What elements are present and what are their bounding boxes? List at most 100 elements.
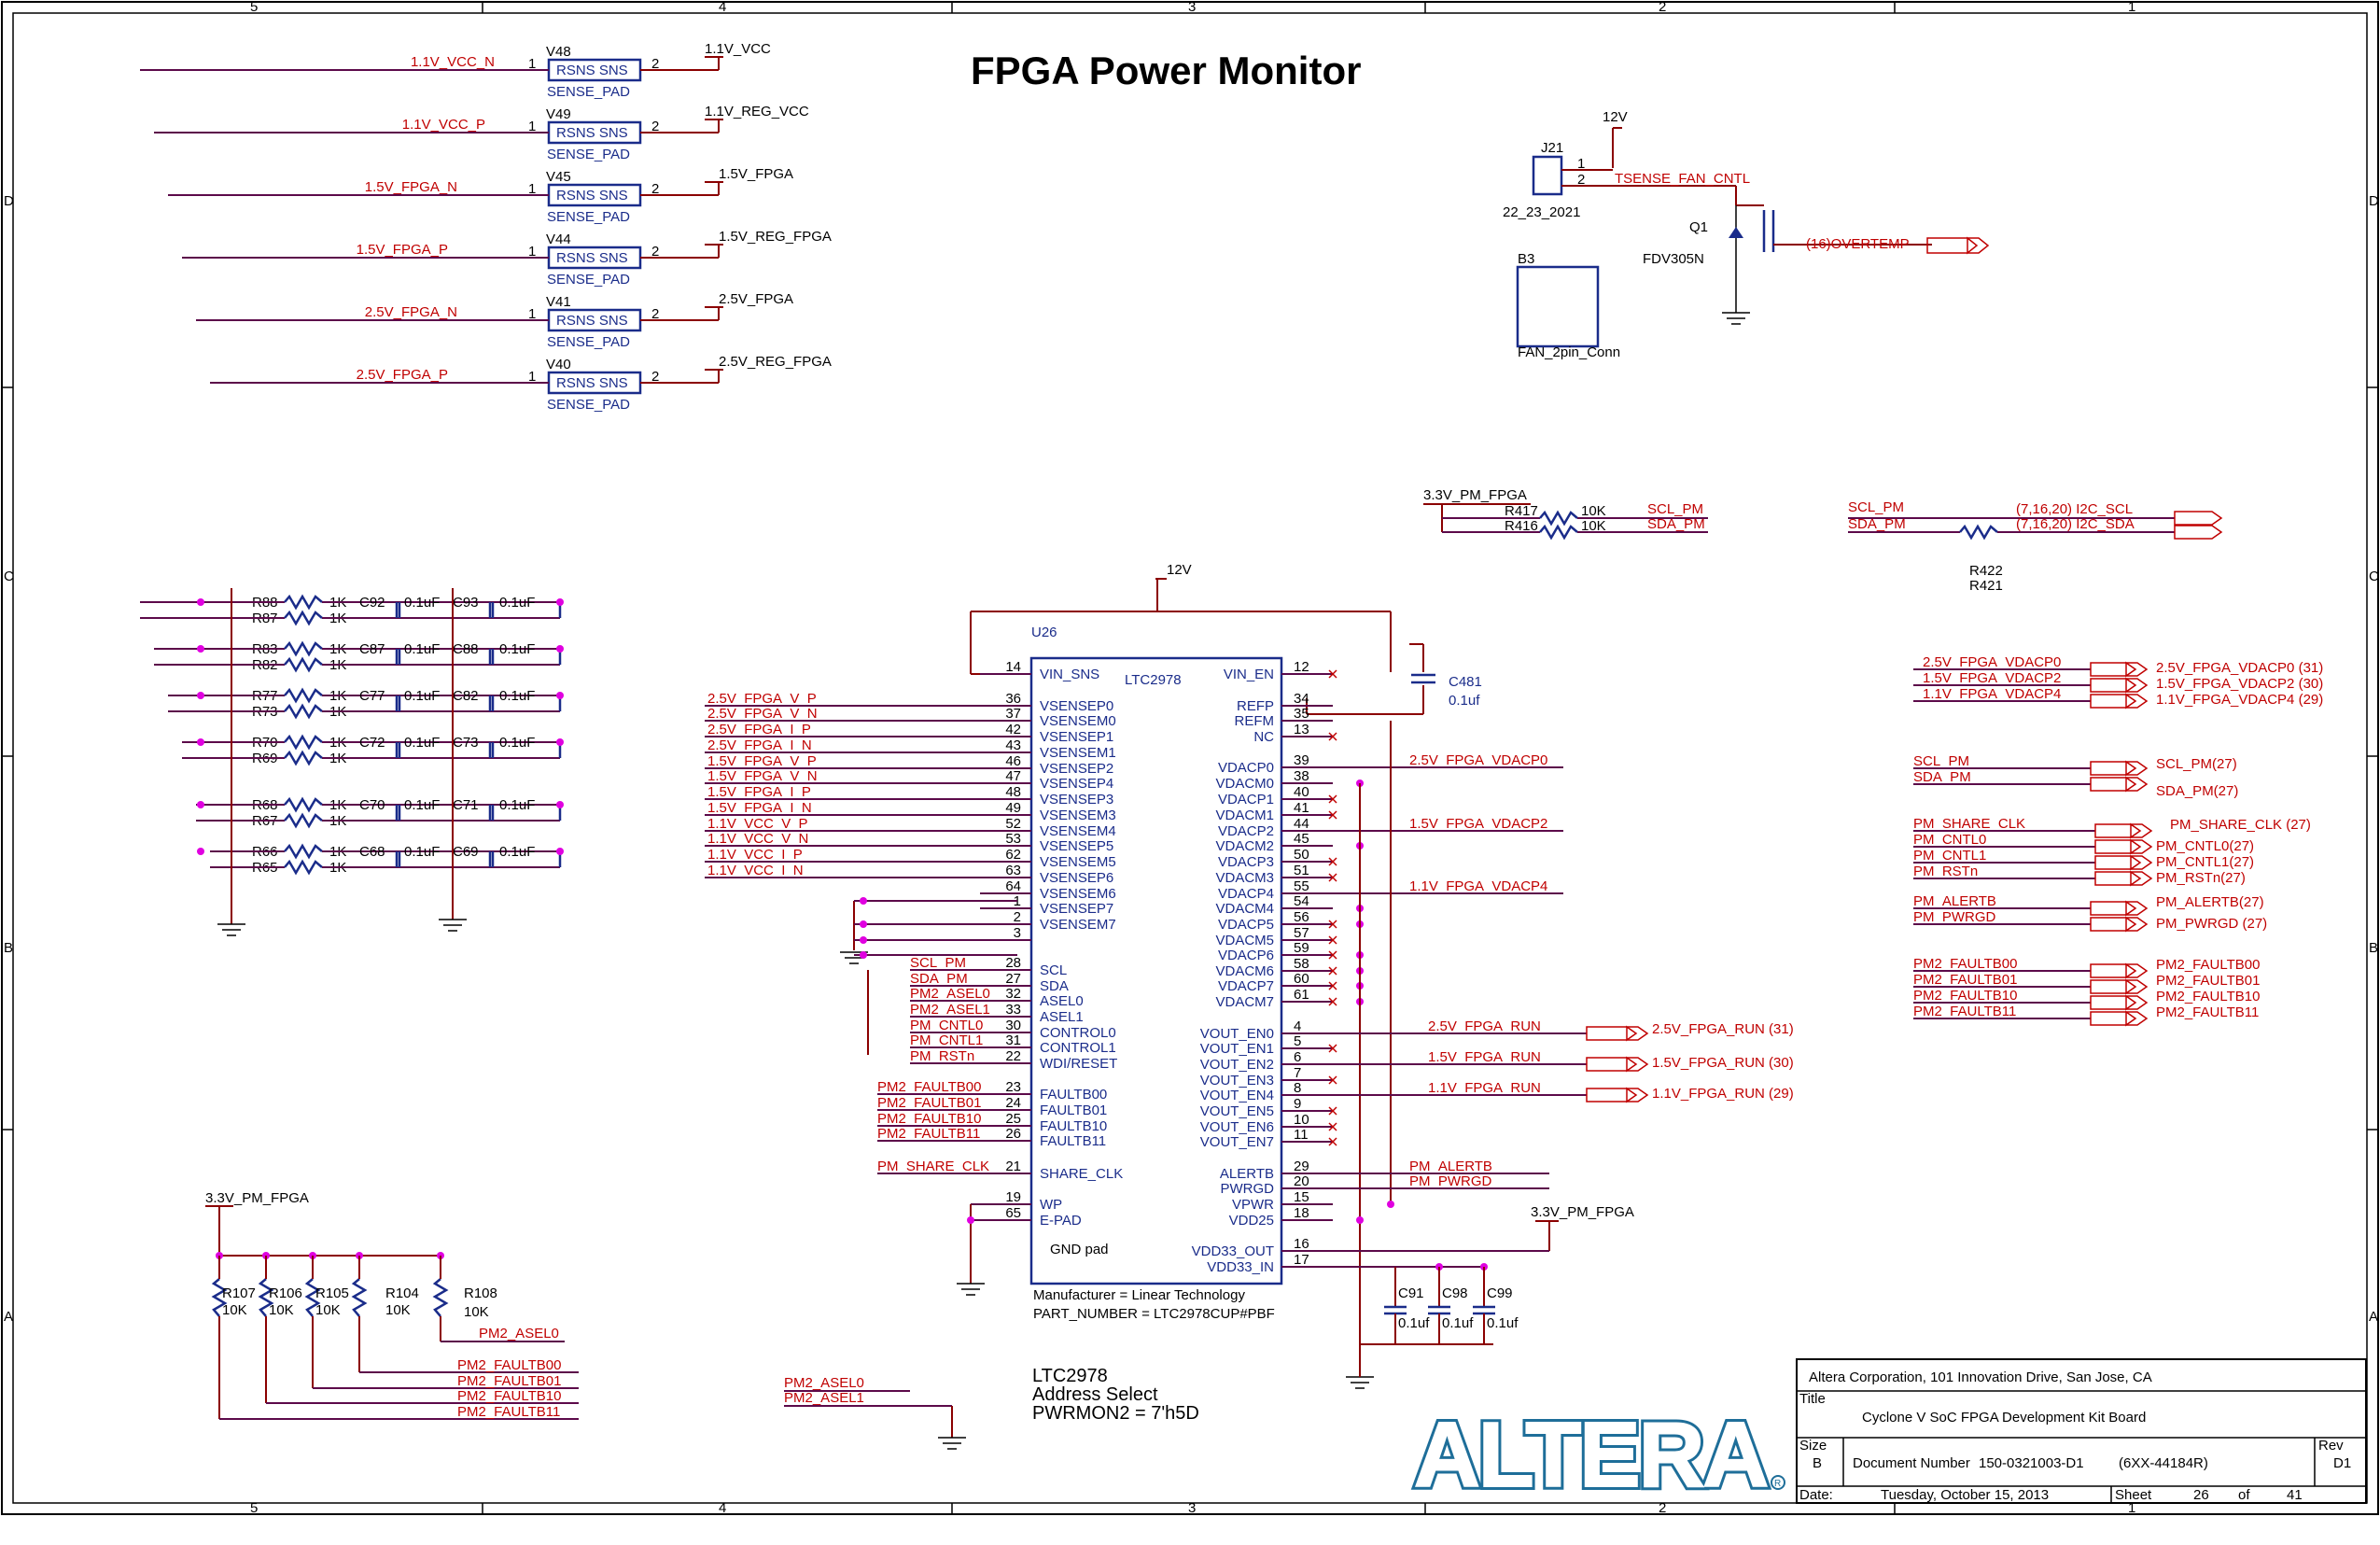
u26-left-pin-num: 53 [1005, 831, 1021, 847]
u26-left-pin-num: 25 [1005, 1111, 1021, 1127]
address-note-line2: Address Select [1032, 1384, 1158, 1405]
u26-right-pin-name: PWRGD [1221, 1181, 1275, 1197]
u26-right-pin-num: 39 [1294, 752, 1309, 768]
no-connect-mark [1328, 997, 1337, 1006]
u26-left-net: PM_CNTL1 [910, 1032, 983, 1048]
sense-pad-ref: V41 [546, 294, 571, 310]
run-port [1586, 1057, 1649, 1072]
u26-left-net: SDA_PM [910, 971, 968, 987]
u26-right-pin-num: 8 [1294, 1080, 1301, 1096]
u26-right-pin-name: VOUT_EN7 [1200, 1134, 1274, 1150]
u26-right-pin-name: VOUT_EN1 [1200, 1041, 1274, 1057]
sense-pad-ref: V45 [546, 169, 571, 185]
rev-label: Rev [2318, 1438, 2344, 1454]
filter-resistor [284, 640, 323, 657]
filter-cap-ref: C88 [453, 641, 479, 657]
u26-left-pin-num: 48 [1005, 784, 1021, 800]
pullup-val: 10K [222, 1302, 247, 1318]
u26-left-net: 2.5V_FPGA_V_N [707, 706, 818, 722]
run-port [1586, 1026, 1649, 1041]
pullup-val: 10K [464, 1304, 489, 1320]
zone-row-left-d: D [4, 193, 14, 209]
offsheet-port [2125, 916, 2137, 933]
u26-left-pin-num: 32 [1005, 986, 1021, 1002]
run-port-label: 1.5V_FPGA_RUN (30) [1652, 1055, 1794, 1071]
filter-cap-val: 0.1uF [404, 641, 440, 657]
offsheet-port [2130, 854, 2142, 871]
decap-ref: C91 [1398, 1285, 1424, 1301]
filter-cap-ref: C73 [453, 735, 479, 751]
u26-right-pin-name: ALERTB [1220, 1166, 1274, 1182]
junction-dot [967, 1216, 974, 1224]
u26-right-pin-name: VOUT_EN3 [1200, 1073, 1274, 1089]
run-port [1586, 1088, 1649, 1103]
q1-part: FDV305N [1643, 251, 1704, 267]
fan-12v-label: 12V [1603, 109, 1628, 125]
u26-part: LTC2978 [1125, 672, 1182, 688]
pullup-ref: R108 [464, 1285, 497, 1301]
r416-val: 10K [1581, 518, 1606, 534]
u26-left-pin-num: 37 [1005, 706, 1021, 722]
u26-left-net: PM2_ASEL0 [910, 986, 990, 1002]
sense-pad-part: SENSE_PAD [547, 334, 630, 350]
pullup-rail-label: 3.3V_PM_FPGA [205, 1190, 309, 1206]
i2c-sda-net: SDA_PM [1647, 516, 1705, 532]
sense-net-in: 1.5V_FPGA_N [365, 179, 457, 195]
sense-pad-pins: RSNS SNS [556, 188, 628, 204]
decap-ref: C99 [1487, 1285, 1513, 1301]
u26-right-pin-name: VOUT_EN6 [1200, 1119, 1274, 1135]
filter-cap-ref: C77 [359, 688, 385, 704]
schematic-stroke [12, 12, 2368, 1504]
u26-left-pin-num: 63 [1005, 863, 1021, 878]
offsheet-net: PM2_FAULTB10 [1913, 988, 2017, 1004]
sense-net-in: 2.5V_FPGA_P [357, 367, 448, 383]
u26-right-pin-num: 20 [1294, 1173, 1309, 1189]
u26-left-pin-num: 36 [1005, 691, 1021, 707]
filter-cap-ref: C71 [453, 797, 479, 813]
filter-cap-ref: C87 [359, 641, 385, 657]
offsheet-net: PM2_FAULTB00 [1913, 956, 2017, 972]
offsheet-port [2090, 901, 2149, 916]
offsheet-port [2090, 979, 2149, 994]
offsheet-port-label: PM_ALERTB(27) [2156, 894, 2264, 910]
u26-right-pin-num: 17 [1294, 1252, 1309, 1268]
offsheet-port-label: PM2_FAULTB11 [2156, 1004, 2259, 1020]
date-label: Date: [1799, 1487, 1833, 1503]
schematic-stroke [1, 1, 2379, 1515]
filter-resistor [284, 796, 323, 813]
u26-left-pin-name: VSENSEM6 [1040, 886, 1116, 902]
offsheet-port-label: SCL_PM(27) [2156, 756, 2237, 772]
no-connect-mark [1328, 920, 1337, 929]
address-note-line3: PWRMON2 = 7'h5D [1032, 1403, 1199, 1424]
u26-left-pin-num: 42 [1005, 722, 1021, 737]
u26-left-pin-num: 33 [1005, 1002, 1021, 1018]
u26-left-pin-name: SHARE_CLK [1040, 1166, 1123, 1182]
doc-number: 150-0321003-D1 [1979, 1455, 2084, 1471]
zone-col-top-4: 4 [719, 0, 726, 15]
filter-cap-val: 0.1uF [499, 797, 535, 813]
u26-right-pin-num: 38 [1294, 768, 1309, 784]
u26-right-pin-num: 35 [1294, 706, 1309, 722]
offsheet-port-label: PM_SHARE_CLK (27) [2170, 817, 2311, 833]
u26-right-net: 2.5V_FPGA_VDACP0 [1409, 752, 1547, 768]
sense-net-out: 1.1V_REG_VCC [705, 104, 809, 119]
u26-12v-label: 12V [1167, 562, 1192, 578]
junction-dot [1387, 1201, 1394, 1208]
u26-left-pin-num: 22 [1005, 1048, 1021, 1064]
u26-right-pin-name: VDACP4 [1218, 886, 1274, 902]
i2c2-scl-net: SCL_PM [1848, 499, 1904, 515]
offsheet-port-label: PM_RSTn(27) [2156, 870, 2246, 886]
u26-33v-rail: 3.3V_PM_FPGA [1531, 1204, 1634, 1220]
pullup-ref: R106 [269, 1285, 302, 1301]
sense-pad-pin1: 1 [528, 306, 536, 322]
sense-net-out: 2.5V_REG_FPGA [719, 354, 832, 370]
offsheet-net: PM2_FAULTB01 [1913, 972, 2017, 988]
doc-number-2: (6XX-44184R) [2119, 1455, 2208, 1471]
u26-right-pin-num: 61 [1294, 987, 1309, 1003]
u26-left-pin-name: VSENSEM4 [1040, 823, 1116, 839]
b3-ref: B3 [1518, 251, 1534, 267]
sense-pad-part: SENSE_PAD [547, 147, 630, 162]
u26-left-pin-name: VSENSEM1 [1040, 745, 1116, 761]
u26-right-pin-num: 9 [1294, 1096, 1301, 1112]
u26-left-pin-num: 47 [1005, 768, 1021, 784]
